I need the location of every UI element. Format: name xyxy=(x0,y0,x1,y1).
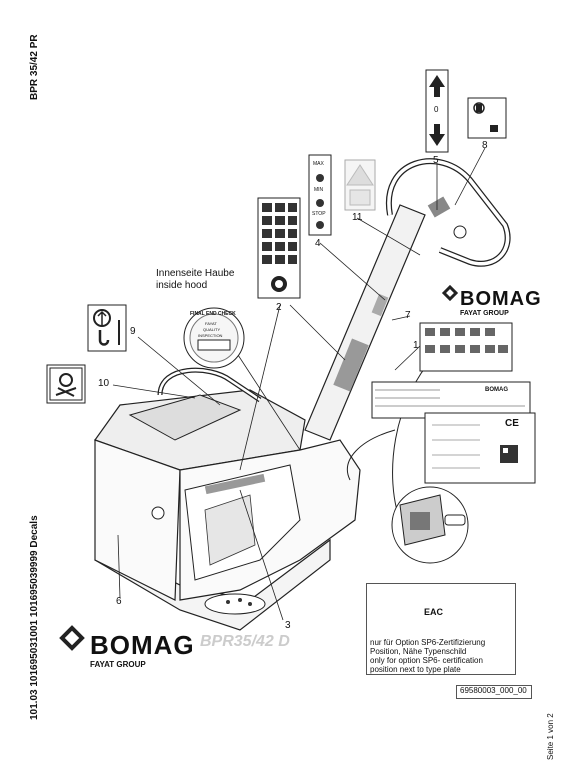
machine-label: BPR35/42 D xyxy=(200,633,290,650)
throttle-stop: STOP xyxy=(312,211,326,217)
gauge-zero: 0 xyxy=(434,105,439,114)
type-plate-ce: CE xyxy=(505,418,519,429)
type-plate-brand: BOMAG xyxy=(485,387,508,393)
eac-note-box xyxy=(366,583,516,675)
callout-8: 8 xyxy=(482,140,488,151)
callout-7: 7 xyxy=(405,310,411,321)
eac-line-1: nur für Option SP6-Zertifizierung xyxy=(370,638,486,647)
callout-6: 6 xyxy=(116,596,122,607)
callout-9: 9 xyxy=(130,326,136,337)
callout-5: 5 xyxy=(433,155,439,166)
brand-group-bottom: FAYAT GROUP xyxy=(90,660,146,669)
quality-ring-text: FINAL END CHECK xyxy=(190,311,236,317)
callout-4: 4 xyxy=(315,238,321,249)
hood-note-line1: Innenseite Haube xyxy=(156,268,235,279)
callout-10: 10 xyxy=(98,378,110,389)
throttle-min: MIN xyxy=(314,187,324,193)
eac-line-2: Position, Nähe Typenschild xyxy=(370,647,467,656)
brand-logo-top: BOMAG xyxy=(460,288,542,310)
eac-line-3: only for option SP6- certification xyxy=(370,656,483,665)
quality-line-1: FAYAT xyxy=(205,321,217,326)
throttle-max: MAX xyxy=(313,161,324,167)
callout-11: 11 xyxy=(352,212,363,223)
callout-3: 3 xyxy=(285,620,291,631)
drawing-number-box xyxy=(456,685,532,699)
callout-1: 1 xyxy=(413,340,419,351)
drawing-number: 69580003_000_00 xyxy=(460,686,527,695)
eac-line-4: position next to type plate xyxy=(370,665,461,674)
brand-group-top: FAYAT GROUP xyxy=(460,310,509,317)
quality-line-3: INSPECTION xyxy=(198,333,223,338)
callout-2: 2 xyxy=(276,302,282,313)
quality-line-2: QUALITY xyxy=(203,327,221,332)
brand-logo-bottom: BOMAG xyxy=(90,630,195,660)
eac-mark: EAC xyxy=(424,607,444,617)
hood-note-line2: inside hood xyxy=(156,280,208,291)
